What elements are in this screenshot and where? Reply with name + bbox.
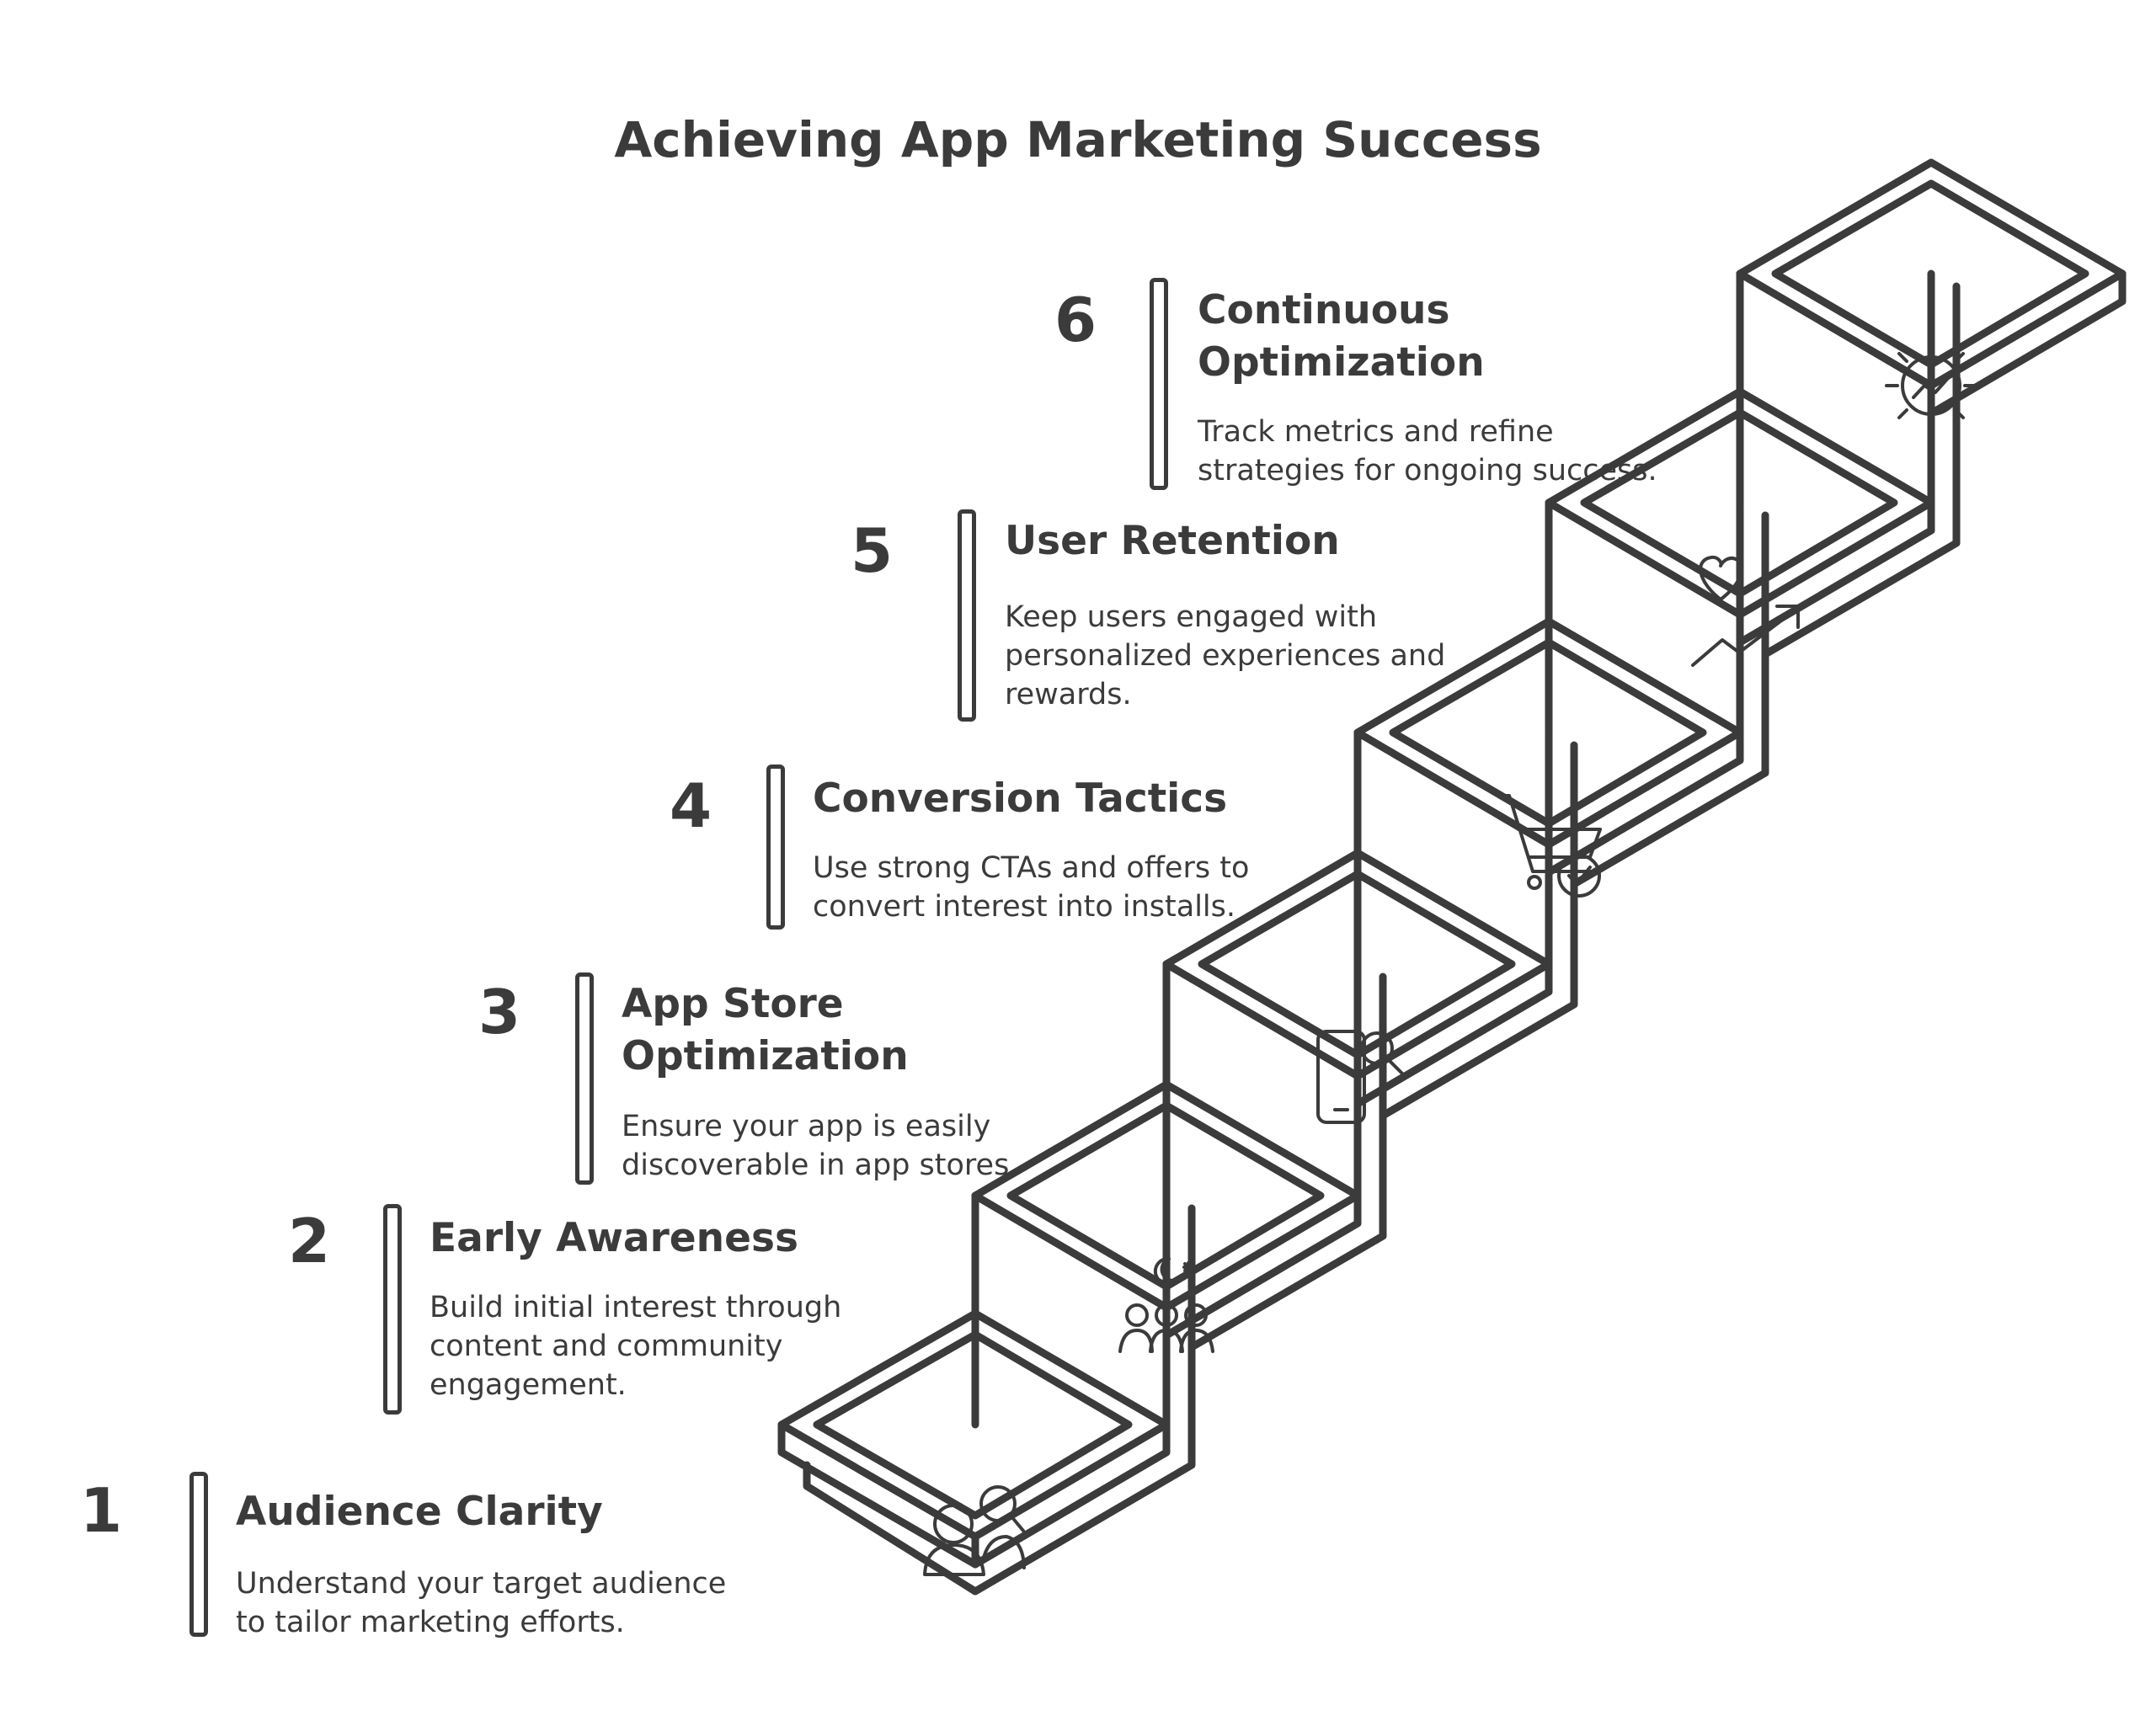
step-description-2: Build initial interest through content a… (430, 1291, 842, 1402)
step-heading-1: Audience Clarity (236, 1489, 603, 1535)
step-heading-4: Conversion Tactics (813, 775, 1228, 822)
step-heading-3: App Store Optimization (622, 981, 909, 1079)
diagram-title: Achieving App Marketing Success (614, 111, 1542, 168)
step-description-3: Ensure your app is easily discoverable i… (622, 1110, 1019, 1182)
heart-growth-icon (1691, 555, 1800, 667)
step-number-5: 5 (850, 515, 894, 586)
step-divider-3 (575, 972, 594, 1185)
phone-search-icon (1316, 1030, 1404, 1124)
audience-users-search-icon (923, 1485, 1026, 1576)
step-divider-1 (189, 1472, 208, 1637)
step-divider-6 (1150, 278, 1168, 490)
step-heading-6: Continuous Optimization (1198, 287, 1485, 386)
stair-step-1 (777, 1309, 1196, 1596)
step-heading-2: Early Awareness (430, 1215, 798, 1261)
step-divider-5 (958, 509, 976, 722)
step-description-5: Keep users engaged with personalized exp… (1005, 600, 1446, 711)
step-number-1: 1 (79, 1475, 123, 1546)
step-description-6: Track metrics and refine strategies for … (1198, 415, 1657, 488)
step-number-3: 3 (478, 977, 521, 1047)
step-divider-2 (383, 1204, 402, 1415)
step-number-4: 4 (669, 770, 712, 841)
stair-step-2 (971, 1080, 1387, 1351)
step-description-1: Understand your target audience to tailo… (236, 1567, 727, 1639)
stair-step-3 (1162, 849, 1578, 1120)
step-description-4: Use strong CTAs and offers to convert in… (813, 851, 1250, 924)
gear-chart-icon (1885, 339, 1977, 432)
step-heading-5: User Retention (1005, 518, 1340, 564)
community-group-icon (1118, 1256, 1214, 1353)
step-divider-4 (766, 765, 785, 930)
step-number-2: 2 (287, 1206, 331, 1276)
cart-check-icon (1497, 794, 1602, 898)
step-number-6: 6 (1054, 285, 1097, 355)
